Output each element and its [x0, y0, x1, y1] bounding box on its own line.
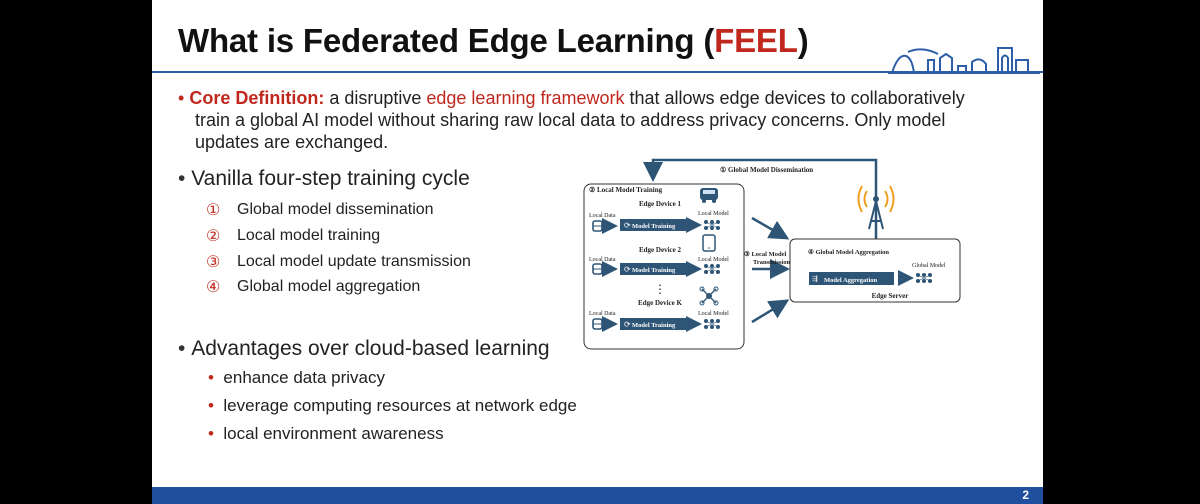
car-icon — [700, 188, 718, 203]
definition-line3: updates are exchanged. — [195, 132, 389, 152]
local-model-label: Local Model — [698, 257, 729, 263]
title-accent: FEEL — [714, 22, 798, 59]
local-training-label: ② Local Model Training — [589, 186, 663, 194]
definition-line2: train a global AI model without sharing … — [195, 110, 946, 130]
title-divider — [152, 71, 1043, 73]
step-label: Local model update transmission — [237, 253, 471, 270]
advantage-text: local environment awareness — [223, 424, 444, 443]
device-label: Edge Device 2 — [639, 246, 681, 254]
local-data-label: Local Data — [589, 257, 616, 263]
upload-arrow-3 — [751, 299, 790, 324]
neural-net-icon — [704, 220, 720, 230]
title-end: ) — [797, 22, 809, 59]
refresh-icon: ⟳ — [624, 265, 631, 274]
advantages-bullet: • — [178, 337, 186, 360]
step-number: ① — [206, 202, 221, 219]
model-training-label: Model Training — [632, 223, 676, 230]
skyline-logo-icon — [888, 47, 1040, 74]
edge-device-k: Edge Device K Local Data Local Model ⟳ M… — [589, 286, 729, 332]
cycle-heading: • Vanilla four-step training cycle — [178, 166, 470, 192]
slide-title: What is Federated Edge Learning (FEEL) — [178, 22, 809, 60]
cycle-heading-text: Vanilla four-step training cycle — [191, 167, 470, 190]
model-aggregation-label: Model Aggregation — [824, 277, 878, 284]
step-label: Global model aggregation — [237, 278, 421, 295]
local-model-label: Local Model — [698, 211, 729, 217]
aggregation-icon: ⇶ — [812, 275, 818, 283]
definition-block: • Core Definition: a disruptive edge lea… — [178, 87, 1038, 153]
step-number: ④ — [206, 279, 221, 296]
local-model-label: Local Model — [698, 311, 729, 317]
step-label: Global model dissemination — [237, 201, 434, 218]
model-aggregation-box — [809, 272, 894, 285]
advantage-item: • enhance data privacy — [208, 367, 385, 389]
edge-server-label: Edge Server — [872, 292, 909, 300]
advantages-heading-text: Advantages over cloud-based learning — [191, 337, 550, 360]
model-training-box — [620, 263, 686, 275]
advantage-item: • local environment awareness — [208, 423, 444, 445]
step-number: ③ — [206, 254, 221, 271]
definition-pre: a disruptive — [324, 88, 427, 108]
model-training-label: Model Training — [632, 322, 676, 329]
step-number: ② — [206, 228, 221, 245]
model-training-box — [620, 318, 686, 330]
global-model-label: Global Model — [912, 263, 946, 269]
drone-icon — [699, 286, 719, 306]
step-label: Local model training — [237, 227, 381, 244]
advantage-bullet: • — [208, 368, 214, 387]
refresh-icon: ⟳ — [624, 221, 631, 230]
edge-device-1: Edge Device 1 Local Data Local Model ⟳ M… — [589, 188, 729, 234]
cycle-bullet: • — [178, 167, 186, 190]
feel-diagram: ① Global Model Dissemination ② Local Mod… — [583, 158, 961, 350]
local-data-label: Local Data — [589, 311, 616, 317]
refresh-icon: ⟳ — [624, 320, 631, 329]
model-training-box — [620, 219, 686, 231]
transmission-label-1: ③ Local Model — [744, 250, 786, 258]
neural-net-icon — [704, 264, 720, 274]
dissemination-label: ① Global Model Dissemination — [720, 166, 813, 174]
aggregation-title: ④ Global Model Aggregation — [808, 248, 889, 256]
upload-arrow-1 — [751, 216, 790, 240]
advantages-heading: • Advantages over cloud-based learning — [178, 336, 550, 362]
slide: What is Federated Edge Learning (FEEL) •… — [152, 0, 1043, 504]
definition-post: that allows edge devices to collaborativ… — [624, 88, 965, 108]
advantage-bullet: • — [208, 424, 214, 443]
advantage-text: enhance data privacy — [223, 368, 386, 387]
vertical-dots: ⋮ — [654, 282, 666, 296]
definition-label: Core Definition: — [189, 88, 325, 108]
advantage-text: leverage computing resources at network … — [223, 396, 577, 415]
definition-bullet: • — [178, 88, 185, 108]
advantage-item: • leverage computing resources at networ… — [208, 395, 577, 417]
title-main: What is Federated Edge Learning ( — [178, 22, 715, 59]
page-number: 2 — [1022, 488, 1029, 502]
tablet-icon — [702, 234, 716, 252]
neural-net-icon — [704, 319, 720, 329]
edge-server-panel — [789, 238, 961, 303]
edge-device-2: Edge Device 2 Local Data Local Model ⟳ M… — [589, 234, 729, 277]
neural-net-icon — [916, 273, 932, 283]
transmission-label-2: Transmission — [753, 259, 790, 266]
device-label: Edge Device 1 — [639, 200, 681, 208]
device-label: Edge Device K — [638, 299, 682, 307]
definition-highlight: edge learning framework — [426, 88, 625, 108]
local-data-label: Local Data — [589, 213, 616, 219]
advantage-bullet: • — [208, 396, 214, 415]
antenna-icon — [857, 185, 895, 230]
model-training-label: Model Training — [632, 267, 676, 274]
footer-bar: 2 — [152, 487, 1043, 504]
